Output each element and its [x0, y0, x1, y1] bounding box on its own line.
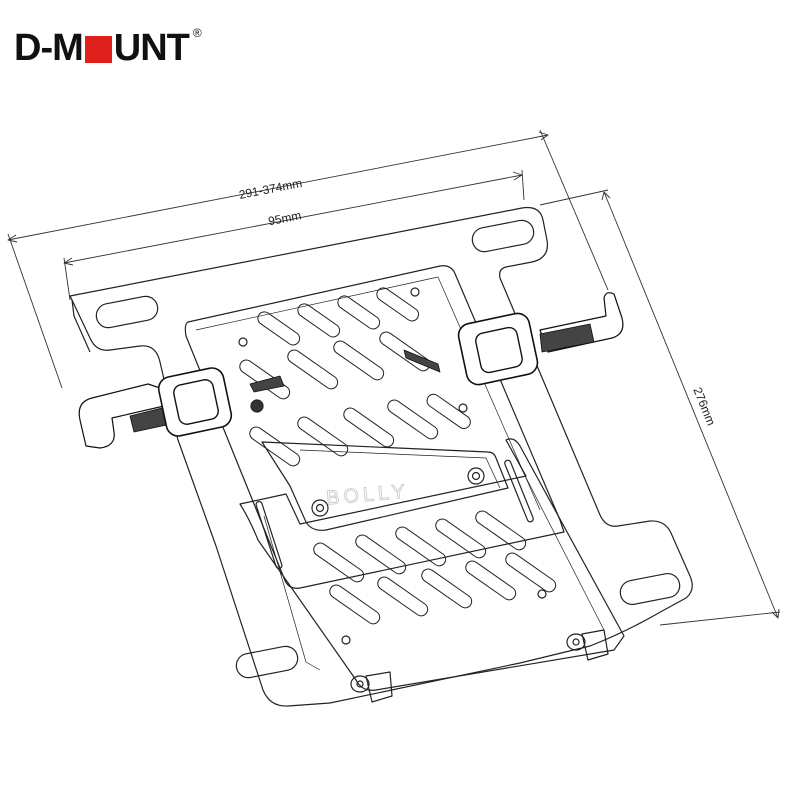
bottom-screw-left: [350, 671, 393, 703]
dimension-depth: [539, 189, 781, 626]
bottom-screw-right: [566, 629, 609, 661]
registered-mark: ®: [192, 26, 202, 40]
left-clamp: [78, 367, 233, 449]
logo-red-square: [84, 36, 112, 63]
bracket-plate: [261, 441, 509, 531]
right-clamp: [249, 292, 624, 393]
label-depth: 276mm: [690, 385, 718, 427]
dimension-inner-width: [63, 169, 525, 301]
upper-vent-slots: [239, 287, 471, 467]
lower-vent-slots: [313, 510, 557, 625]
guide-slot: [255, 500, 283, 570]
frame-slot: [95, 295, 159, 329]
frame-slot: [235, 645, 299, 679]
dimension-outer-width: [7, 129, 609, 389]
logo-text-start: D-M: [14, 27, 84, 69]
watermark-text: BOLLY: [325, 481, 410, 510]
logo-text-end: UNT: [113, 27, 190, 69]
frame-slot: [471, 219, 535, 253]
lower-plate: [239, 438, 625, 691]
outer-frame: [69, 206, 693, 707]
frame-slot: [619, 572, 681, 606]
guide-slot: [504, 459, 534, 523]
upper-plate: [184, 265, 565, 589]
brand-logo: D-M UNT ®: [14, 26, 202, 70]
label-outer-width: 291-374mm: [238, 176, 304, 202]
label-inner-width: 95mm: [267, 208, 302, 228]
